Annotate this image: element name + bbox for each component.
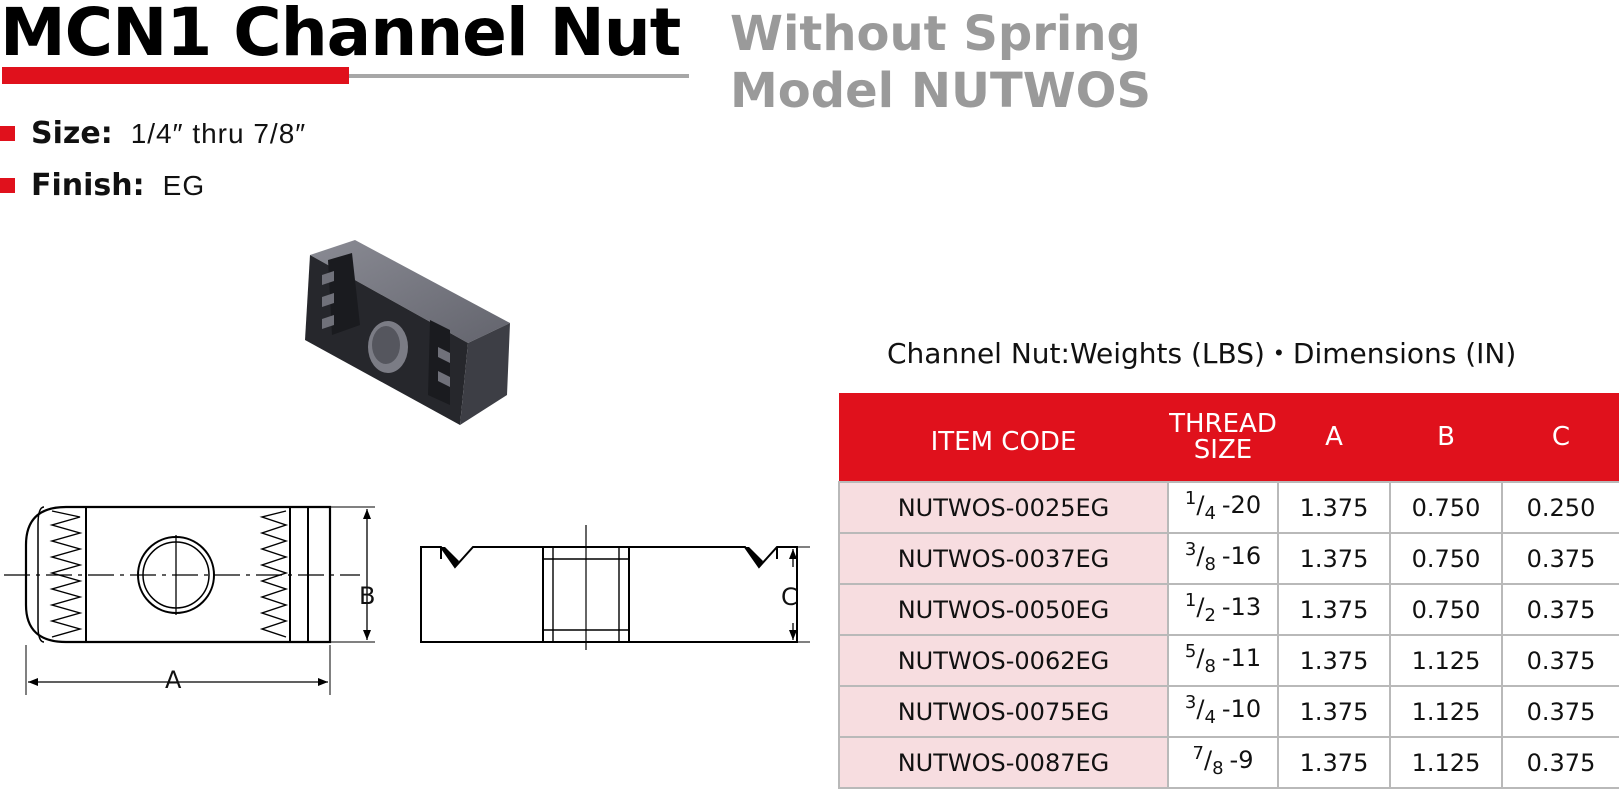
title-underline-red bbox=[2, 67, 349, 84]
cell-item-code: NUTWOS-0037EG bbox=[838, 532, 1169, 585]
dimension-label-a: A bbox=[165, 666, 182, 694]
fraction-slash: / bbox=[1196, 644, 1205, 673]
finish-spec: Finish: EG bbox=[0, 168, 205, 203]
finish-value: EG bbox=[162, 169, 206, 201]
size-label: Size: bbox=[31, 116, 113, 151]
cell-a: 1.375 bbox=[1277, 634, 1391, 687]
thread-numerator: 7 bbox=[1192, 743, 1204, 765]
cell-thread-size: 1/4-20 bbox=[1167, 481, 1279, 534]
cell-c: 0.375 bbox=[1501, 532, 1619, 585]
thread-numerator: 1 bbox=[1184, 590, 1197, 612]
fraction-slash: / bbox=[1203, 746, 1213, 775]
fraction-slash: / bbox=[1196, 695, 1205, 724]
cell-thread-size: 1/2-13 bbox=[1167, 583, 1279, 636]
channel-nut-render bbox=[305, 240, 510, 425]
cell-item-code: NUTWOS-0062EG bbox=[838, 634, 1169, 687]
thread-denominator: 4 bbox=[1204, 502, 1216, 524]
page-title: MCN1 Channel Nut bbox=[0, 0, 681, 71]
title-underline-gray bbox=[349, 74, 689, 78]
side-view-drawing bbox=[420, 525, 810, 650]
thread-numerator: 3 bbox=[1184, 539, 1197, 561]
cell-c: 0.375 bbox=[1501, 685, 1619, 738]
thread-numerator: 3 bbox=[1184, 692, 1197, 714]
cell-thread-size: 7/8-9 bbox=[1167, 736, 1279, 789]
cell-c: 0.375 bbox=[1501, 583, 1619, 636]
cell-item-code: NUTWOS-0087EG bbox=[838, 736, 1169, 789]
cell-a: 1.375 bbox=[1277, 532, 1391, 585]
header-thread-line2: SIZE bbox=[1193, 435, 1253, 465]
cell-b: 0.750 bbox=[1389, 481, 1503, 534]
thread-denominator: 8 bbox=[1212, 757, 1224, 779]
bullet-icon bbox=[0, 126, 15, 141]
thread-pitch: -11 bbox=[1221, 644, 1262, 673]
thread-numerator: 1 bbox=[1184, 488, 1197, 510]
cell-item-code: NUTWOS-0075EG bbox=[838, 685, 1169, 738]
thread-pitch: -16 bbox=[1221, 542, 1262, 571]
cell-b: 0.750 bbox=[1389, 583, 1503, 636]
thread-numerator: 5 bbox=[1184, 641, 1197, 663]
fraction-slash: / bbox=[1196, 542, 1205, 571]
cell-b: 1.125 bbox=[1389, 634, 1503, 687]
cell-item-code: NUTWOS-0050EG bbox=[838, 583, 1169, 636]
cell-b: 0.750 bbox=[1389, 532, 1503, 585]
thread-pitch: -10 bbox=[1221, 695, 1262, 724]
size-spec: Size: 1/4″ thru 7/8″ bbox=[0, 116, 306, 151]
thread-denominator: 8 bbox=[1204, 553, 1216, 575]
bullet-icon bbox=[0, 178, 15, 193]
header-a: A bbox=[1278, 393, 1390, 482]
cell-c: 0.375 bbox=[1501, 736, 1619, 789]
header-item-code: ITEM CODE bbox=[839, 393, 1168, 482]
thread-pitch: -20 bbox=[1221, 491, 1262, 520]
subtitle-line-1: Without Spring bbox=[730, 6, 1141, 62]
thread-pitch: -9 bbox=[1229, 746, 1254, 775]
cell-thread-size: 3/4-10 bbox=[1167, 685, 1279, 738]
cell-a: 1.375 bbox=[1277, 685, 1391, 738]
table-header-row: ITEM CODE THREAD SIZE A B C bbox=[839, 393, 1619, 482]
cell-thread-size: 3/8-16 bbox=[1167, 532, 1279, 585]
cell-b: 1.125 bbox=[1389, 736, 1503, 789]
header-b: B bbox=[1390, 393, 1502, 482]
thread-denominator: 2 bbox=[1204, 604, 1216, 626]
fraction-slash: / bbox=[1196, 491, 1205, 520]
header-c: C bbox=[1502, 393, 1619, 482]
cell-item-code: NUTWOS-0025EG bbox=[838, 481, 1169, 534]
header-thread-size: THREAD SIZE bbox=[1168, 393, 1278, 482]
cell-c: 0.375 bbox=[1501, 634, 1619, 687]
cell-a: 1.375 bbox=[1277, 583, 1391, 636]
subtitle-line-2: Model NUTWOS bbox=[730, 63, 1152, 119]
cell-c: 0.250 bbox=[1501, 481, 1619, 534]
dimensions-table: ITEM CODE THREAD SIZE A B C NUTWOS-0025E… bbox=[838, 393, 1619, 789]
header-thread-line1: THREAD bbox=[1169, 409, 1277, 439]
size-value: 1/4″ thru 7/8″ bbox=[130, 117, 307, 149]
cell-b: 1.125 bbox=[1389, 685, 1503, 738]
cell-a: 1.375 bbox=[1277, 481, 1391, 534]
thread-pitch: -13 bbox=[1221, 593, 1262, 622]
fraction-slash: / bbox=[1196, 593, 1205, 622]
thread-denominator: 4 bbox=[1204, 706, 1216, 728]
table-caption: Channel Nut:Weights (LBS)・Dimensions (IN… bbox=[887, 337, 1517, 370]
finish-label: Finish: bbox=[31, 168, 145, 203]
cell-thread-size: 5/8-11 bbox=[1167, 634, 1279, 687]
thread-denominator: 8 bbox=[1204, 655, 1216, 677]
dimension-label-c: C bbox=[781, 583, 798, 611]
top-view-drawing bbox=[4, 505, 375, 695]
dimension-label-b: B bbox=[359, 582, 376, 610]
cell-a: 1.375 bbox=[1277, 736, 1391, 789]
